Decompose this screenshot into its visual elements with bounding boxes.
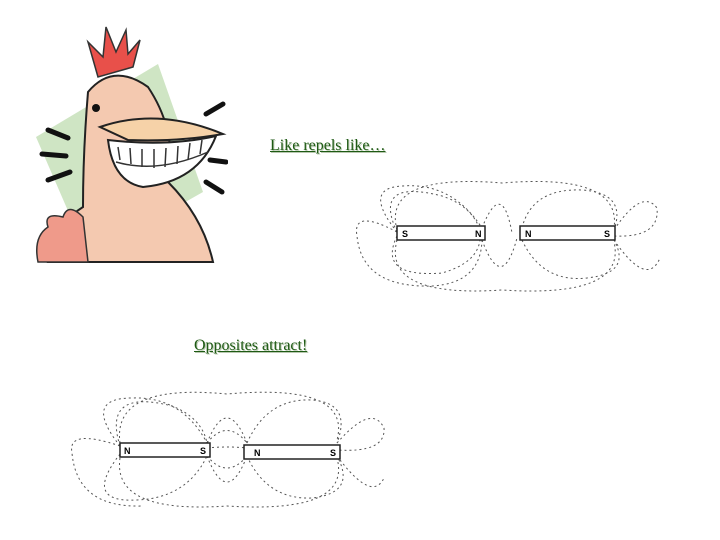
laughing-chicken-icon [36, 26, 228, 263]
magnet-right: N S [243, 444, 341, 460]
attract-field-diagram: N S N S [71, 391, 385, 508]
pole-label: S [200, 446, 206, 456]
magnet-left: N S [119, 442, 211, 458]
repel-field-diagram: S N N S [356, 180, 661, 292]
pole-label: N [254, 448, 261, 458]
field-lines [71, 391, 385, 508]
pole-label: S [402, 229, 408, 239]
pole-label: S [330, 448, 336, 458]
magnet-right: N S [519, 225, 616, 241]
magnet-left: S N [396, 225, 486, 241]
pole-label: N [475, 229, 482, 239]
pole-label: N [525, 229, 532, 239]
pole-label: N [124, 446, 131, 456]
field-lines [356, 180, 661, 292]
caption-like-repels: Like repels like… [270, 137, 386, 154]
pole-label: S [604, 229, 610, 239]
caption-opposites-attract: Opposites attract! [194, 337, 308, 354]
